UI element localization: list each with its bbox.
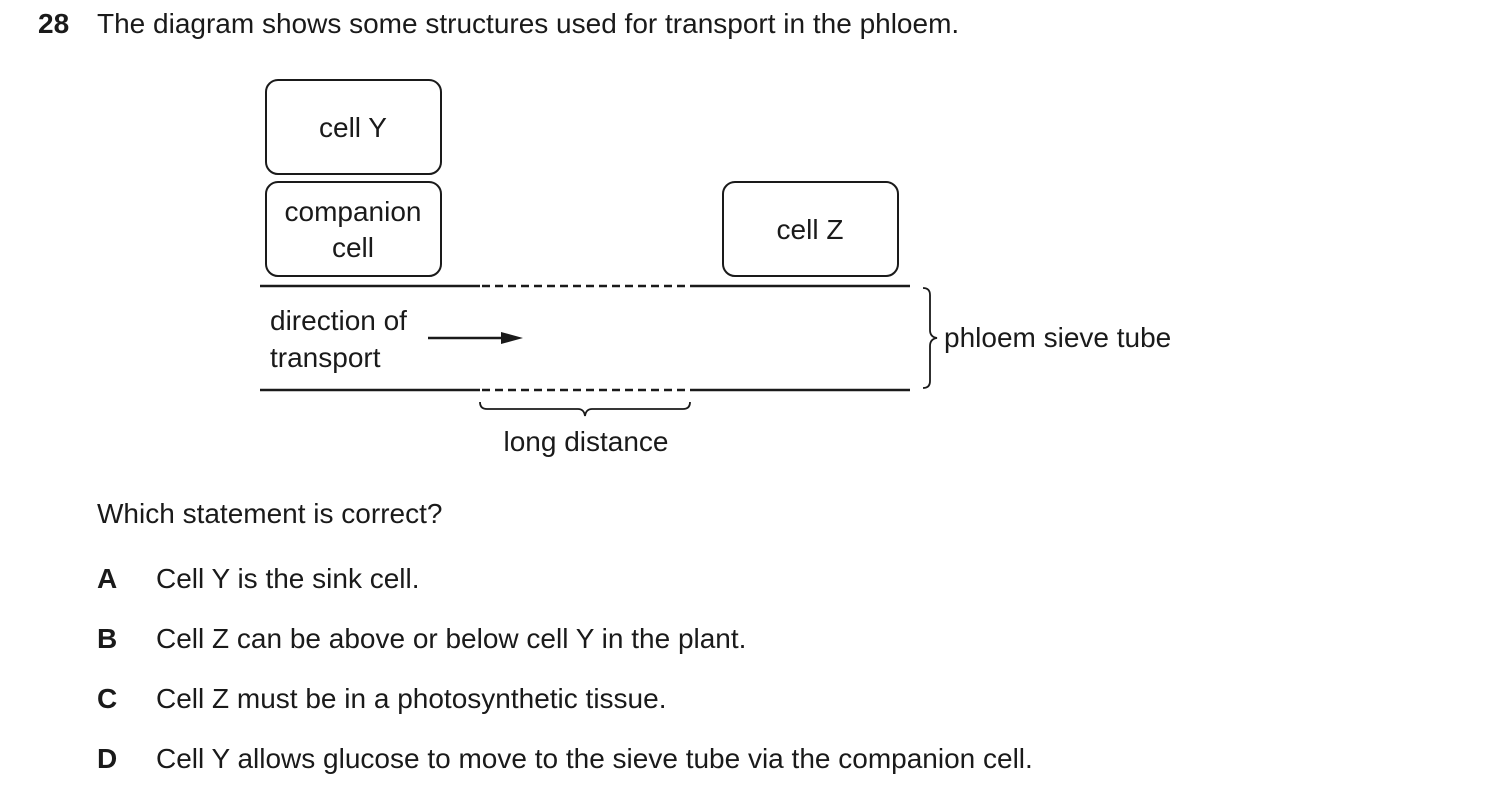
long-distance-label: long distance [503, 426, 668, 457]
long-distance-brace [479, 401, 691, 417]
cell-z-box [722, 181, 899, 277]
option-letter: C [97, 683, 118, 714]
option-letter: D [97, 743, 118, 774]
companion-cell-label-line2: cell [332, 232, 374, 263]
companion-cell-box [265, 181, 442, 277]
sieve-tube-brace [922, 287, 938, 389]
cell-z-label: cell Z [777, 214, 844, 245]
option-text: Cell Z must be in a photosynthetic tissu… [156, 683, 667, 714]
cell-y-label: cell Y [319, 112, 387, 143]
cell-y-box [265, 79, 442, 175]
direction-arrow-head [501, 332, 523, 344]
question-prompt: Which statement is correct? [97, 498, 443, 529]
question-stem: The diagram shows some structures used f… [97, 8, 960, 39]
direction-label-line2: transport [270, 342, 381, 373]
option-letter: A [97, 563, 118, 594]
option-text: Cell Y allows glucose to move to the sie… [156, 743, 1033, 774]
companion-cell-label-line1: companion [285, 196, 422, 227]
option-letter: B [97, 623, 118, 654]
option-text: Cell Z can be above or below cell Y in t… [156, 623, 747, 654]
option-text: Cell Y is the sink cell. [156, 563, 420, 594]
sieve-tube-label: phloem sieve tube [944, 322, 1171, 353]
question-number: 28 [38, 8, 70, 39]
direction-label-line1: direction of [270, 305, 407, 336]
